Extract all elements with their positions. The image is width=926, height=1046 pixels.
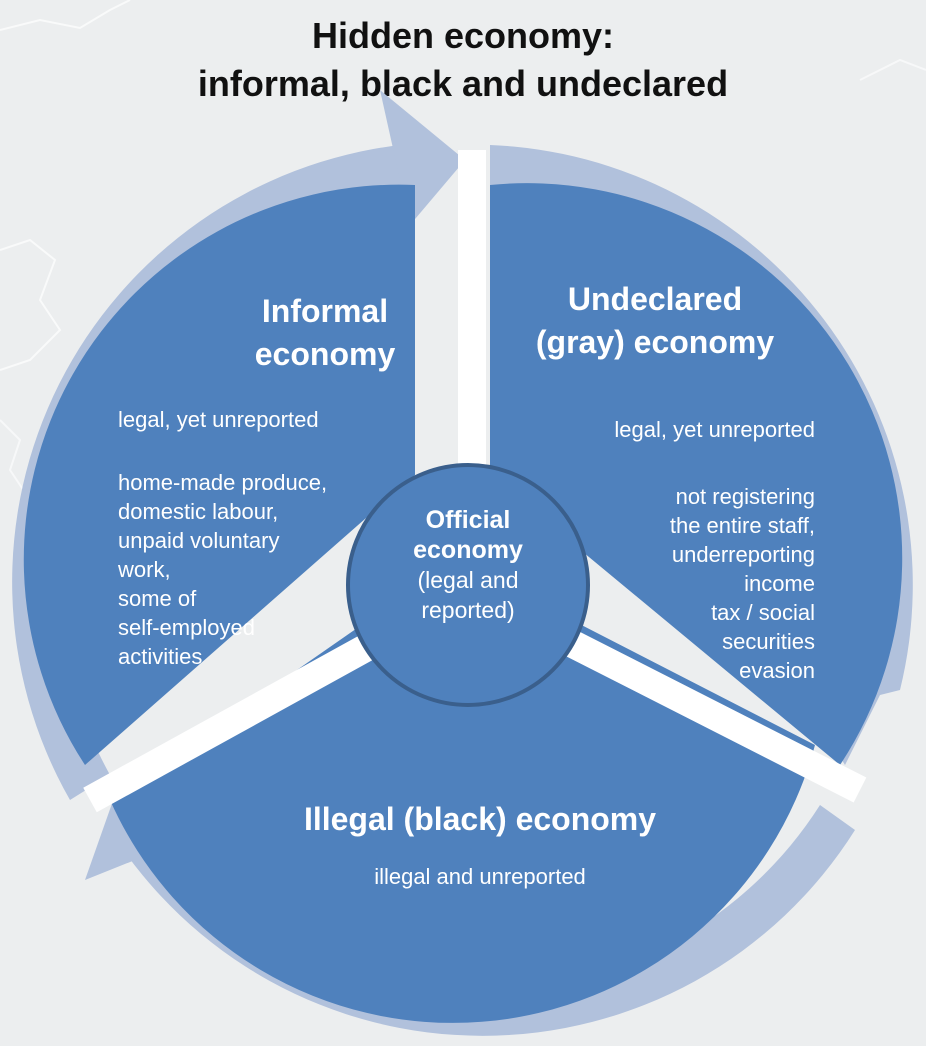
center-label: Official economy (legal and reported)	[368, 505, 568, 625]
informal-heading: Informal economy	[230, 290, 420, 376]
undeclared-example: tax / social	[711, 600, 815, 625]
undeclared-example: income	[744, 571, 815, 596]
informal-example: activities	[118, 644, 203, 669]
informal-heading-line-2: economy	[254, 336, 396, 372]
arrow-ring-left	[12, 145, 406, 800]
illegal-heading: Illegal (black) economy	[303, 801, 657, 837]
illegal-status: illegal and unreported	[374, 864, 586, 889]
segment-undeclared	[490, 183, 903, 765]
informal-example: some of	[118, 586, 197, 611]
undeclared-example: evasion	[739, 658, 815, 683]
title-line-1: Hidden economy:	[311, 15, 615, 56]
arrowhead-top	[380, 90, 465, 225]
undeclared-example: underreporting	[671, 542, 815, 567]
informal-status: legal, yet unreported	[118, 407, 319, 432]
center-circle	[346, 463, 590, 707]
diagram-title: Hidden economy: informal, black and unde…	[0, 12, 926, 108]
center-line-2: economy	[413, 536, 523, 564]
informal-example: home-made produce,	[118, 470, 328, 495]
undeclared-example: securities	[722, 629, 815, 654]
center-line-4: reported)	[421, 597, 515, 623]
undeclared-examples: not registering the entire staff, underr…	[560, 482, 815, 685]
informal-example: unpaid voluntary	[118, 528, 280, 553]
center-line-3: (legal and	[417, 567, 519, 593]
undeclared-heading: Undeclared (gray) economy	[510, 278, 800, 364]
divider-left	[83, 627, 387, 813]
divider-right	[558, 627, 867, 803]
undeclared-heading-line-1: Undeclared	[567, 281, 743, 317]
undeclared-status: legal, yet unreported	[614, 417, 815, 442]
undeclared-example: not registering	[675, 484, 815, 509]
undeclared-heading-line-2: (gray) economy	[535, 324, 775, 360]
informal-examples: home-made produce, domestic labour, unpa…	[118, 468, 398, 671]
informal-example: work,	[118, 557, 171, 582]
title-line-2: informal, black and undeclared	[197, 63, 729, 104]
informal-example: domestic labour,	[118, 499, 279, 524]
informal-example: self-employed	[118, 615, 255, 640]
undeclared-example: the entire staff,	[669, 513, 815, 538]
segment-informal	[23, 184, 416, 765]
center-line-1: Official	[425, 506, 511, 534]
informal-heading-line-1: Informal	[261, 293, 389, 329]
